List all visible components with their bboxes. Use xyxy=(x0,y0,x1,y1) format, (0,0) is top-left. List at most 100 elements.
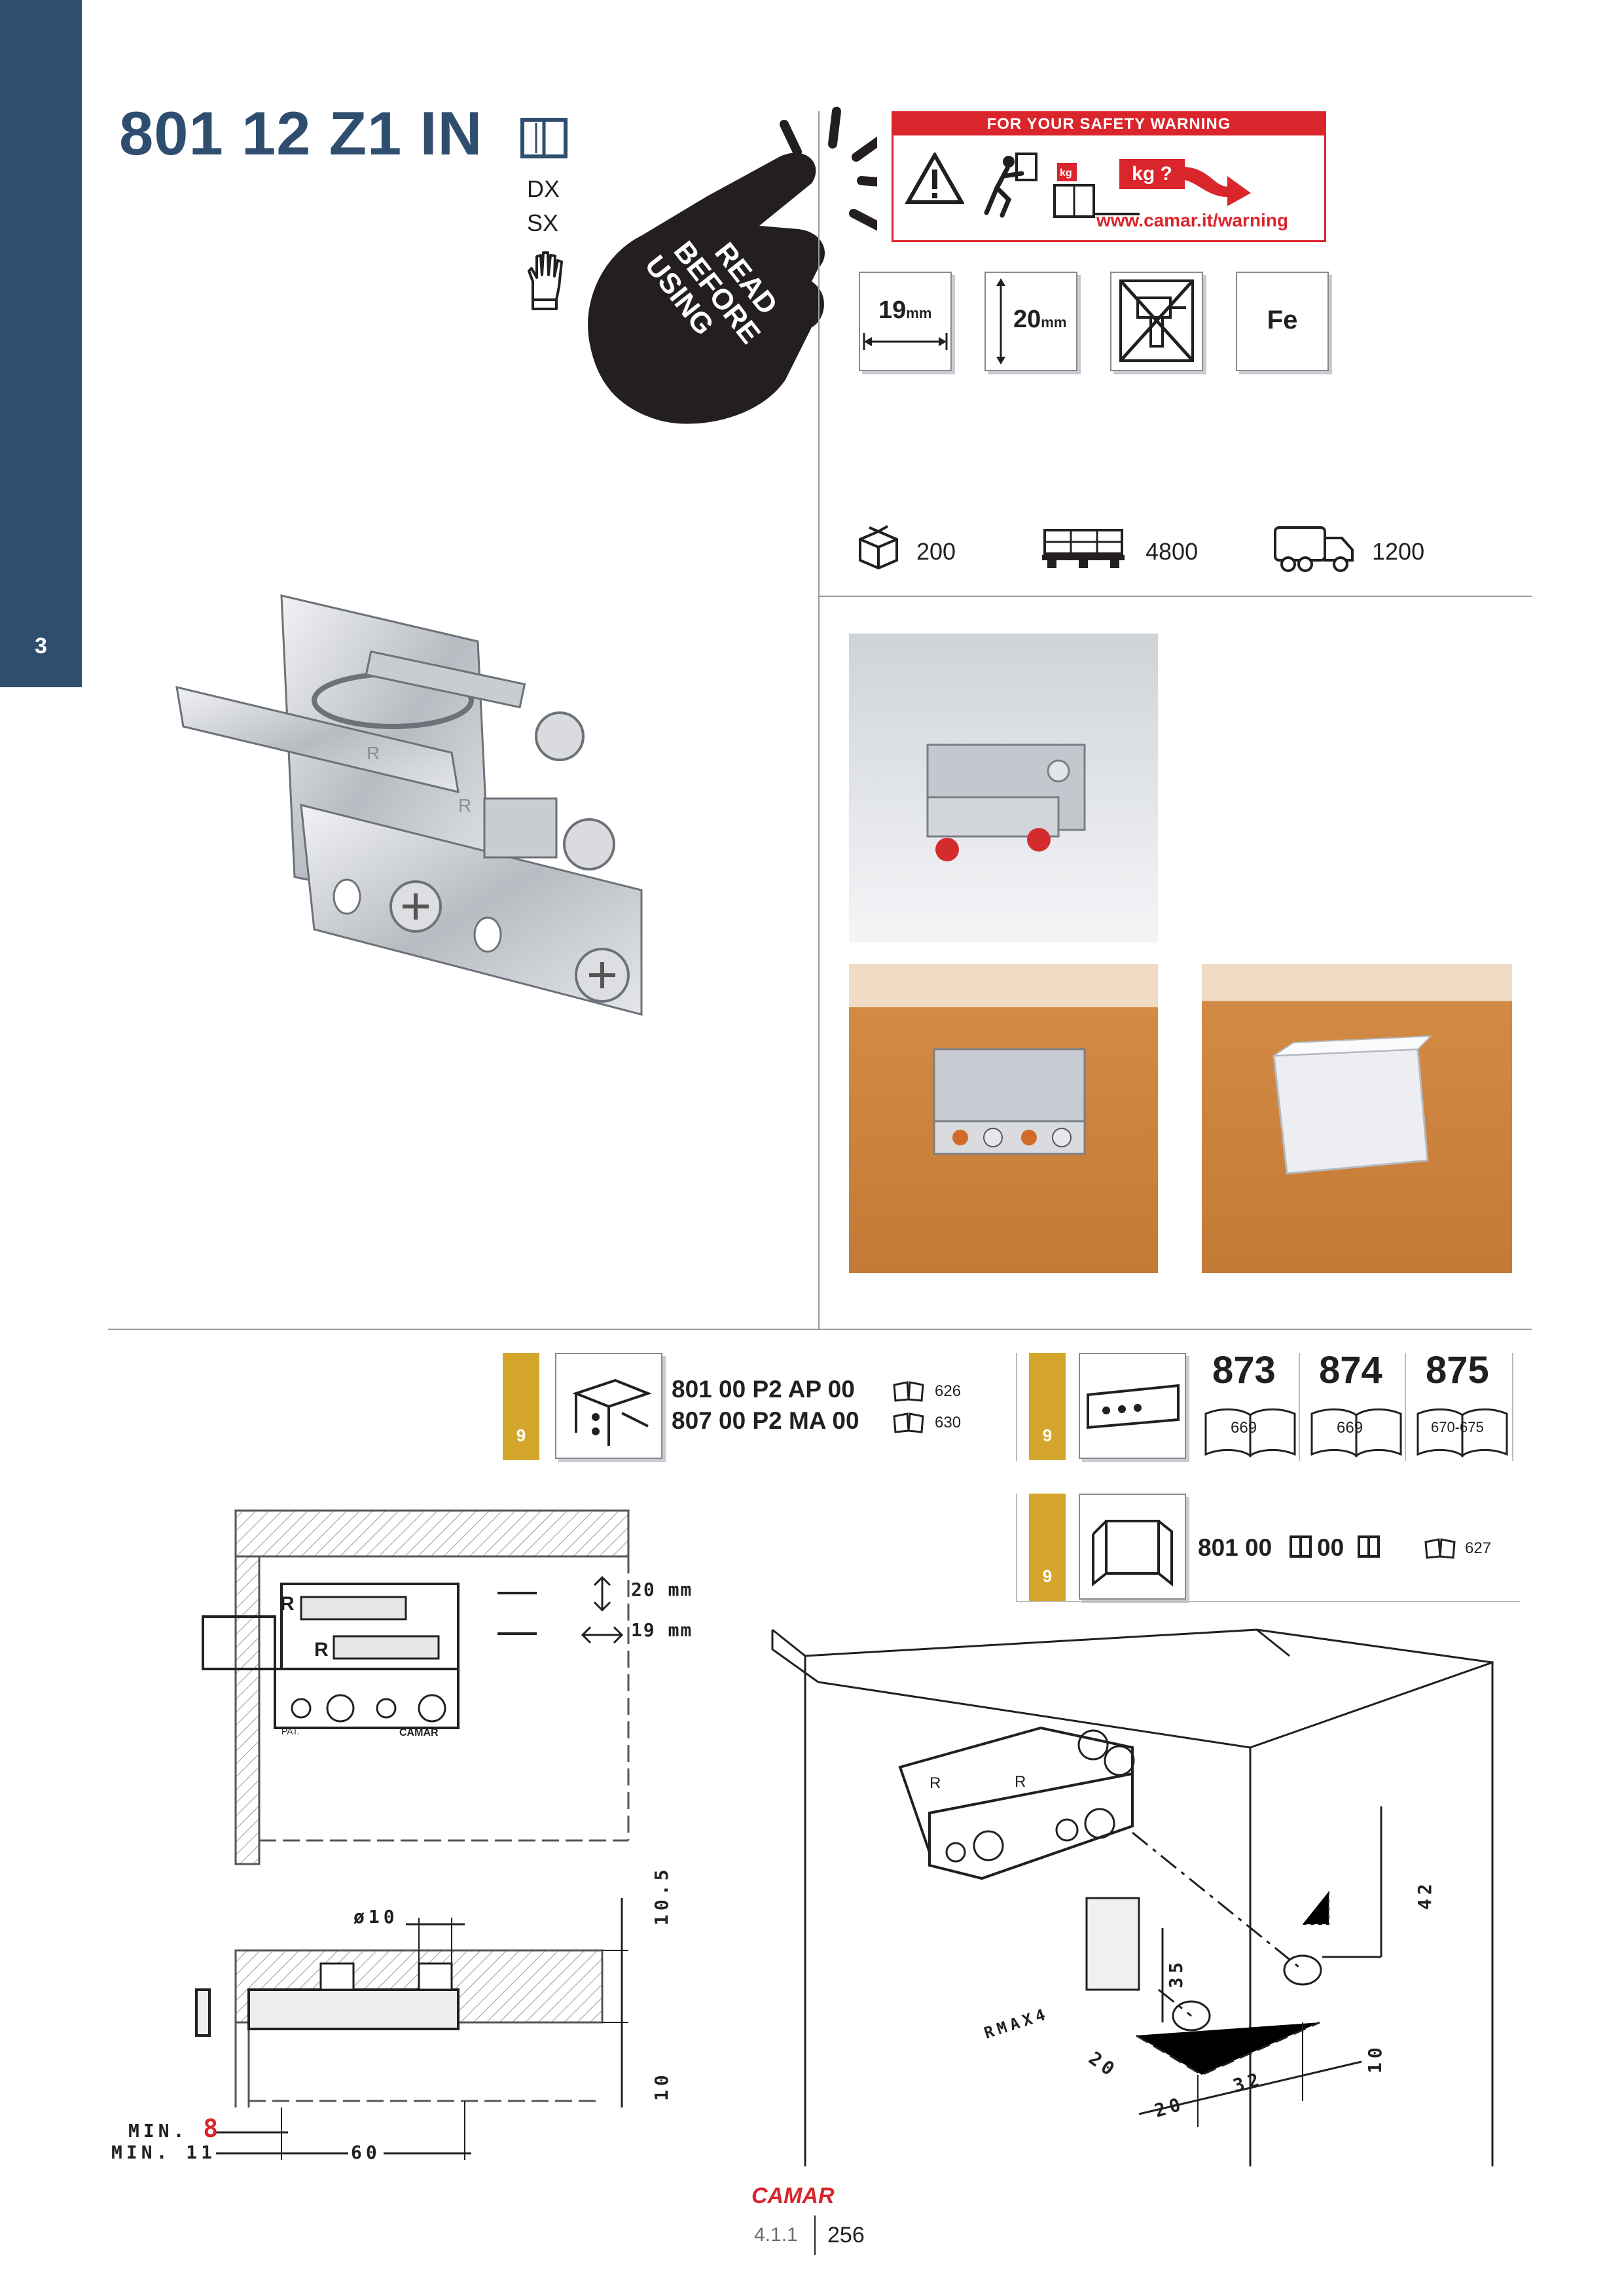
technical-drawing-isometric: R R xyxy=(771,1628,1494,2166)
divider-packaging xyxy=(818,596,1532,597)
vertical-arrow-icon xyxy=(996,278,1005,365)
door-small-icon xyxy=(1358,1535,1380,1558)
catalog-book-icon xyxy=(893,1412,924,1433)
accessory-divider xyxy=(1016,1353,1017,1461)
accessory-tab-2: 9 xyxy=(1029,1353,1066,1460)
door-small-icon xyxy=(1290,1535,1312,1558)
read-before-using-hand-icon: READ BEFORE USING xyxy=(588,107,877,424)
dim-42: 42 xyxy=(1414,1880,1435,1910)
accessory-fixing-icon xyxy=(555,1353,662,1459)
product-title: 801 12 Z1 IN xyxy=(119,99,483,168)
dim-60: 60 xyxy=(348,2142,384,2163)
falling-person-icon xyxy=(984,152,1038,218)
fixing-plate-drawing-icon xyxy=(572,1378,652,1446)
dim-min-8-label: MIN. xyxy=(128,2120,189,2142)
dim-19mm: 19 mm xyxy=(631,1619,693,1641)
warning-triangle-icon xyxy=(905,152,964,204)
accessory-cover-icon xyxy=(1079,1494,1186,1600)
accessory-rail-icon xyxy=(1079,1353,1186,1459)
catalog-book-large-icon xyxy=(1310,1408,1402,1458)
material-fe: Fe xyxy=(1267,306,1298,334)
footer-brand-logo: CAMAR xyxy=(751,2183,835,2208)
truck-icon xyxy=(1274,526,1354,572)
catalog-book-icon xyxy=(893,1381,924,1402)
dim-min-8-value: 8 xyxy=(203,2114,223,2143)
dim-10-5: 10.5 xyxy=(651,1865,672,1926)
technical-drawing-section xyxy=(195,1898,628,2160)
accessory-page-2: 630 xyxy=(935,1414,962,1431)
model-874: 874 xyxy=(1319,1349,1382,1391)
svg-text:R: R xyxy=(367,743,380,763)
warning-url: www.camar.it/warning xyxy=(1096,210,1289,230)
footer-page-number: 256 xyxy=(827,2223,865,2248)
installed-illustration xyxy=(933,1048,1086,1155)
accessory-tab-3: 9 xyxy=(1029,1494,1066,1601)
divider-main xyxy=(108,1329,1532,1330)
footer-divider xyxy=(814,2215,816,2255)
accessory-code-3b: 00 xyxy=(1317,1534,1344,1561)
svg-text:R: R xyxy=(314,1639,329,1660)
spec-20-unit: mm xyxy=(1041,314,1067,331)
accessory-divider-3 xyxy=(1016,1494,1017,1602)
accessory-page-3: 627 xyxy=(1465,1539,1492,1557)
accessory-tab-1: 9 xyxy=(503,1353,539,1460)
box-icon xyxy=(859,525,898,570)
model-divider-2 xyxy=(1405,1353,1406,1461)
model-873-page: 669 xyxy=(1231,1419,1257,1437)
spec-thickness-19: 19mm xyxy=(859,272,952,371)
dim-10: 10 xyxy=(651,2071,672,2101)
dim-diameter-10: ø10 xyxy=(353,1906,399,1928)
product-photo: R R xyxy=(175,594,643,1016)
no-drill-icon xyxy=(1119,279,1194,362)
spec-material: Fe xyxy=(1236,272,1329,371)
model-875-page: 670-675 xyxy=(1431,1419,1484,1435)
dim-35: 35 xyxy=(1165,1958,1187,1988)
product-photo-small xyxy=(849,634,1158,942)
cover-cap-illustration xyxy=(1271,1035,1433,1175)
spec-19-value: 19 xyxy=(878,296,907,324)
model-873: 873 xyxy=(1212,1349,1276,1391)
svg-text:R: R xyxy=(458,795,471,816)
footer-section: 4.1.1 xyxy=(754,2224,798,2246)
catalog-book-large-icon xyxy=(1416,1408,1508,1458)
qty-box: 200 xyxy=(916,538,956,565)
svg-text:PAT.: PAT. xyxy=(281,1726,300,1736)
svg-text:R: R xyxy=(929,1774,941,1792)
spec-depth-20: 20mm xyxy=(984,272,1077,371)
spec-no-drill xyxy=(1110,272,1203,371)
dim-20mm: 20 mm xyxy=(631,1579,693,1600)
horizontal-arrow-icon xyxy=(863,333,948,350)
vertical-divider xyxy=(818,111,820,1329)
dim-min-8: MIN. 8 xyxy=(128,2114,222,2143)
spec-20-value: 20 xyxy=(1013,306,1041,333)
kg-question-label: kg ? xyxy=(1119,159,1185,189)
accessory-code-2: 807 00 P2 MA 00 xyxy=(672,1407,859,1434)
warning-header: FOR YOUR SAFETY WARNING xyxy=(893,113,1324,135)
pallet-icon xyxy=(1042,529,1125,568)
spec-19-unit: mm xyxy=(906,305,932,321)
model-875: 875 xyxy=(1426,1349,1489,1391)
model-874-page: 669 xyxy=(1337,1419,1363,1437)
glove-icon xyxy=(528,251,563,310)
cabinet-weight-icon: kg xyxy=(1053,163,1140,218)
section-number: 3 xyxy=(35,634,47,658)
model-divider-1 xyxy=(1299,1353,1300,1461)
section-sidebar xyxy=(0,0,82,687)
cover-cap-drawing-icon xyxy=(1092,1520,1173,1587)
catalog-book-large-icon xyxy=(1204,1408,1296,1458)
side-sx: SX xyxy=(527,209,559,236)
curved-arrow-icon xyxy=(1183,167,1251,206)
side-dx: DX xyxy=(527,175,560,202)
product-small-illustration xyxy=(926,744,1086,861)
installed-photo xyxy=(849,964,1158,1273)
qty-truck: 1200 xyxy=(1372,538,1425,565)
model-divider-3 xyxy=(1512,1353,1513,1461)
technical-drawing-top: PAT. CAMAR R R xyxy=(202,1509,630,1865)
qty-pallet: 4800 xyxy=(1146,538,1199,565)
svg-text:CAMAR: CAMAR xyxy=(399,1727,439,1738)
svg-text:kg: kg xyxy=(1060,168,1072,179)
dim-10-iso: 10 xyxy=(1364,2043,1386,2073)
accessory-page-1: 626 xyxy=(935,1382,962,1400)
accessory-bottom-line xyxy=(1016,1601,1520,1602)
cabinet-door-icon xyxy=(520,118,568,158)
